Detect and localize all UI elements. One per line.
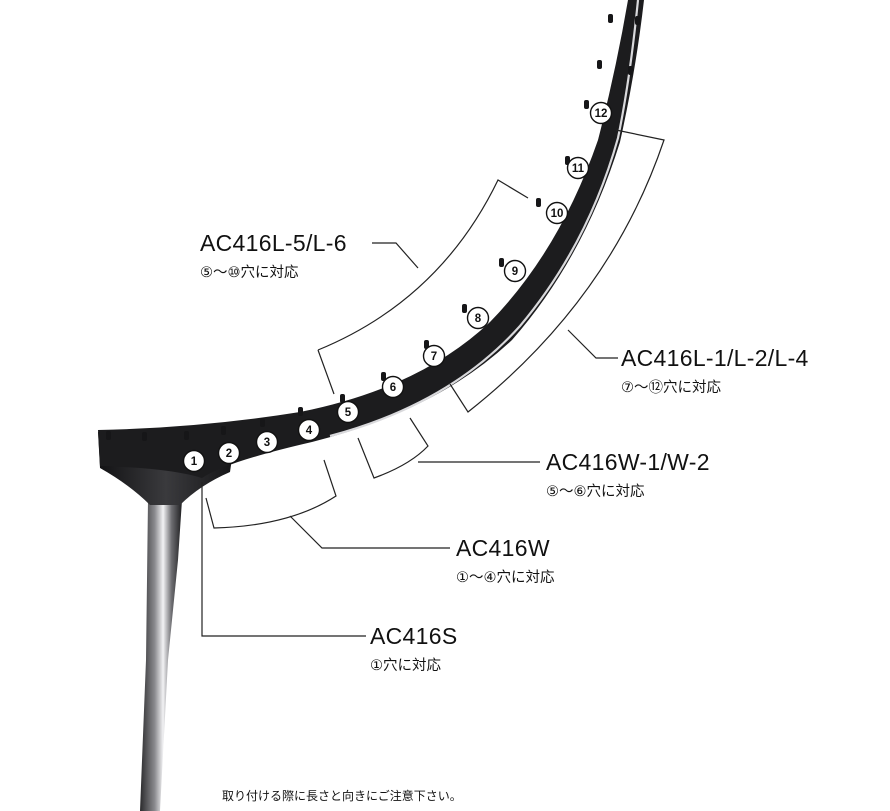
callout-w1-w2-sub: ⑤～⑥穴に対応	[546, 483, 645, 500]
hole-badge: 2	[217, 441, 241, 465]
hole-badge: 8	[466, 306, 490, 330]
callout-s-title: AC416S	[370, 623, 457, 649]
callout-w-sub: ①～④穴に対応	[456, 569, 555, 586]
hole-badge-circle	[381, 375, 405, 399]
hole-badge-circle	[422, 344, 446, 368]
bracket-l1-l4	[449, 129, 665, 413]
hole-badge: 9	[503, 259, 527, 283]
hole-badge-circle	[255, 430, 279, 454]
callout-lines	[201, 129, 665, 637]
hole-badge-circle	[336, 400, 360, 424]
hole-badge-circle	[545, 201, 569, 225]
bracket-w1-w2	[357, 417, 429, 479]
hole-badge-number: 6	[390, 382, 396, 394]
hole-badge-circle	[217, 441, 241, 465]
hole-badge-circle	[182, 449, 206, 473]
hole-badge-circle	[297, 418, 321, 442]
hole-badge-circle	[503, 259, 527, 283]
hole-badge-number: 1	[191, 456, 198, 468]
grommet-bumps	[106, 14, 640, 441]
hole-badge-number: 5	[345, 407, 352, 419]
hole-badge: 7	[422, 344, 446, 368]
callout-w-title: AC416W	[456, 535, 550, 561]
leader-w	[289, 515, 450, 549]
leader-l5-l6	[372, 242, 419, 269]
hole-badge: 11	[566, 156, 590, 180]
hole-badge-circle	[589, 101, 613, 125]
callout-s-sub: ①穴に対応	[370, 657, 441, 674]
hole-badge: 3	[255, 430, 279, 454]
hole-badge: 1	[182, 449, 206, 473]
callout-w1-w2-title: AC416W-1/W-2	[546, 449, 710, 475]
callout-l5-l6-title: AC416L-5/L-6	[200, 230, 347, 256]
hole-badge-number: 10	[551, 208, 564, 220]
callout-l1-l4-title: AC416L-1/L-2/L-4	[621, 345, 809, 371]
hole-badge: 6	[381, 375, 405, 399]
hole-badge: 5	[336, 400, 360, 424]
hole-badge-number: 3	[264, 437, 270, 449]
hole-badge-circle	[466, 306, 490, 330]
callout-l1-l4-sub: ⑦～⑫穴に対応	[621, 379, 721, 396]
bracket-l5-l6	[317, 179, 529, 395]
leader-l1-l4	[567, 329, 618, 359]
hole-badge-number: 7	[431, 351, 437, 363]
hole-badge-number: 4	[306, 425, 313, 437]
racket-frame	[98, 0, 644, 478]
hole-badge-number: 9	[512, 266, 518, 278]
callout-l5-l6-sub: ⑤～⑩穴に対応	[200, 264, 299, 281]
hole-badge: 4	[297, 418, 321, 442]
hole-badge: 10	[545, 201, 569, 225]
hole-badge: 12	[589, 101, 613, 125]
footnote: 取り付ける際に長さと向きにご注意下さい。	[222, 788, 462, 803]
racket-shaft	[140, 500, 182, 811]
racket-frame-highlight	[329, 0, 640, 438]
hole-badge-number: 11	[572, 163, 585, 175]
hole-badge-number: 12	[595, 108, 608, 120]
hole-badge-number: 8	[475, 313, 482, 325]
hole-badge-number: 2	[226, 448, 232, 460]
bracket-w	[205, 459, 337, 529]
hole-badge-circle	[566, 156, 590, 180]
leader-s	[201, 482, 366, 637]
